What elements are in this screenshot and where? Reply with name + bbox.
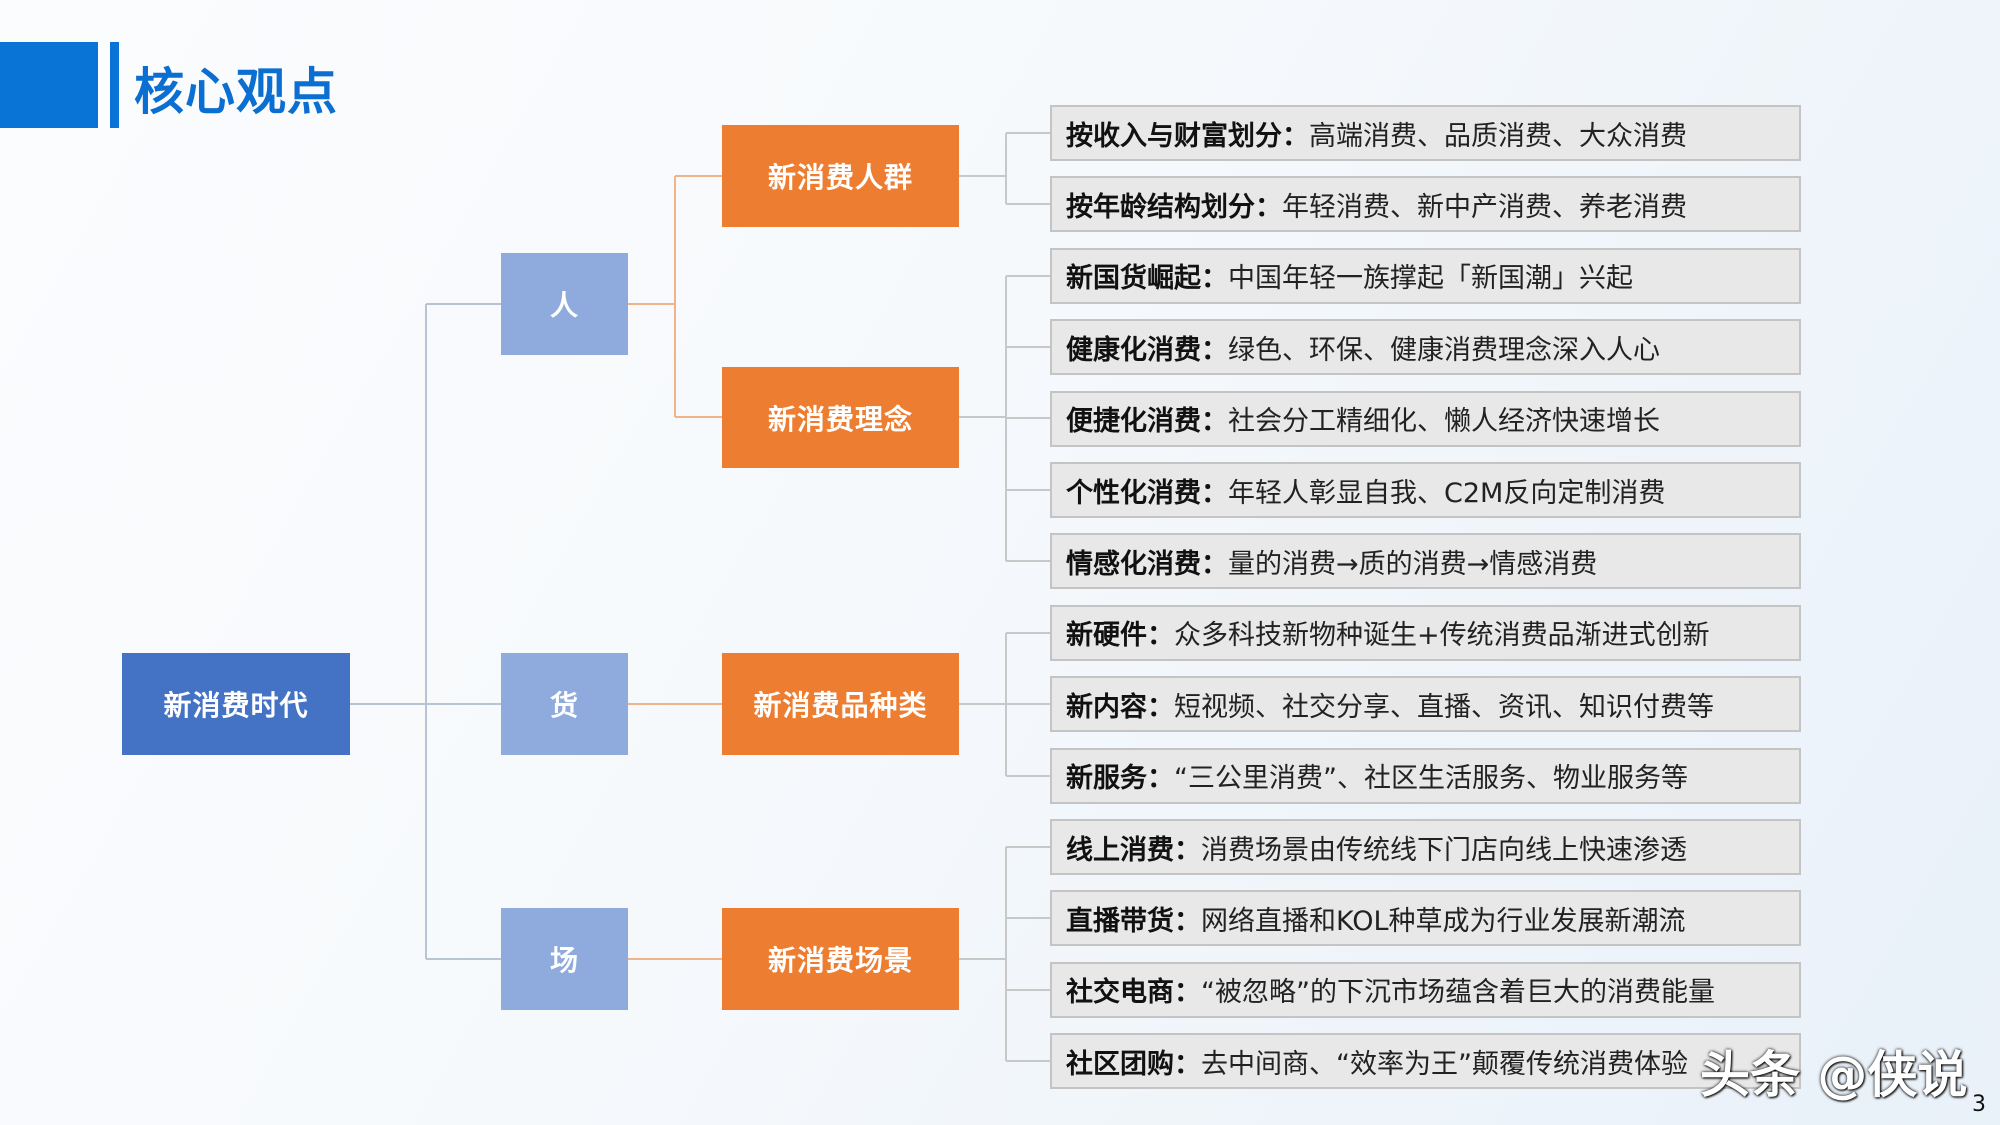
item-key: 新内容： [1066, 691, 1174, 723]
list-item: 按收入与财富划分：高端消费、品质消费、大众消费 [1050, 105, 1801, 161]
list-item: 情感化消费：量的消费→质的消费→情感消费 [1050, 533, 1801, 590]
list-item: 新内容：短视频、社交分享、直播、资讯、知识付费等 [1050, 676, 1801, 733]
list-item: 健康化消费：绿色、环保、健康消费理念深入人心 [1050, 319, 1801, 376]
connector-root [350, 303, 501, 960]
item-text: 短视频、社交分享、直播、资讯、知识付费等 [1174, 691, 1714, 723]
item-key: 社区团购： [1066, 1048, 1201, 1080]
connector-items [959, 132, 1050, 1062]
item-key: 按年龄结构划分： [1066, 191, 1282, 223]
node-goods: 货 [501, 653, 628, 755]
page-title: 核心观点 [134, 63, 338, 121]
item-text: 社会分工精细化、懒人经济快速增长 [1228, 406, 1660, 438]
page-number: 3 [1972, 1092, 1986, 1117]
list-item: 新国货崛起：中国年轻一族撑起「新国潮」兴起 [1050, 247, 1801, 304]
list-item: 新硬件：众多科技新物种诞生+传统消费品渐进式创新 [1050, 604, 1801, 661]
list-item: 便捷化消费：社会分工精细化、懒人经济快速增长 [1050, 390, 1801, 447]
item-text: 众多科技新物种诞生+传统消费品渐进式创新 [1174, 620, 1710, 652]
list-item: 社交电商：“被忽略”的下沉市场蕴含着巨大的消费能量 [1050, 961, 1801, 1018]
list-item: 社区团购：去中间商、“效率为王”颠覆传统消费体验 [1050, 1033, 1801, 1090]
list-item: 线上消费：消费场景由传统线下门店向线上快速渗透 [1050, 819, 1801, 875]
watermark: 头条 @侠说 [1700, 1046, 1968, 1104]
item-text: 年轻消费、新中产消费、养老消费 [1282, 191, 1687, 223]
list-item: 个性化消费：年轻人彰显自我、C2M反向定制消费 [1050, 462, 1801, 518]
list-item: 新服务：“三公里消费”、社区生活服务、物业服务等 [1050, 747, 1801, 804]
item-text: 消费场景由传统线下门店向线上快速渗透 [1201, 834, 1687, 866]
item-text: 年轻人彰显自我、C2M反向定制消费 [1228, 477, 1666, 509]
item-key: 线上消费： [1066, 834, 1201, 866]
item-text: “被忽略”的下沉市场蕴含着巨大的消费能量 [1201, 977, 1715, 1009]
item-key: 个性化消费： [1066, 477, 1228, 509]
item-key: 直播带货： [1066, 905, 1201, 937]
item-text: 网络直播和KOL种草成为行业发展新潮流 [1201, 905, 1686, 937]
item-key: 情感化消费： [1066, 548, 1228, 580]
list-item: 直播带货：网络直播和KOL种草成为行业发展新潮流 [1050, 890, 1801, 947]
node-scene: 场 [501, 908, 628, 1010]
node-new-concepts: 新消费理念 [722, 367, 959, 468]
item-key: 新国货崛起： [1066, 263, 1228, 295]
item-text: 去中间商、“效率为王”颠覆传统消费体验 [1201, 1048, 1688, 1080]
item-key: 按收入与财富划分： [1066, 120, 1309, 152]
item-text: “三公里消费”、社区生活服务、物业服务等 [1174, 763, 1688, 795]
connector-people [628, 175, 722, 960]
node-new-consumers: 新消费人群 [722, 125, 959, 227]
title-accent-bar [110, 42, 119, 128]
item-text: 量的消费→质的消费→情感消费 [1228, 548, 1598, 580]
item-key: 健康化消费： [1066, 334, 1228, 366]
root-node: 新消费时代 [122, 653, 350, 755]
item-key: 新硬件： [1066, 620, 1174, 652]
node-new-categories: 新消费品种类 [722, 653, 959, 755]
item-text: 高端消费、品质消费、大众消费 [1309, 120, 1687, 152]
item-key: 便捷化消费： [1066, 406, 1228, 438]
item-key: 新服务： [1066, 763, 1174, 795]
item-text: 绿色、环保、健康消费理念深入人心 [1228, 334, 1660, 366]
title-accent-block [0, 42, 98, 128]
node-new-scenes: 新消费场景 [722, 908, 959, 1010]
list-item: 按年龄结构划分：年轻消费、新中产消费、养老消费 [1050, 176, 1801, 233]
item-text: 中国年轻一族撑起「新国潮」兴起 [1228, 263, 1633, 295]
node-people: 人 [501, 253, 628, 355]
item-key: 社交电商： [1066, 977, 1201, 1009]
